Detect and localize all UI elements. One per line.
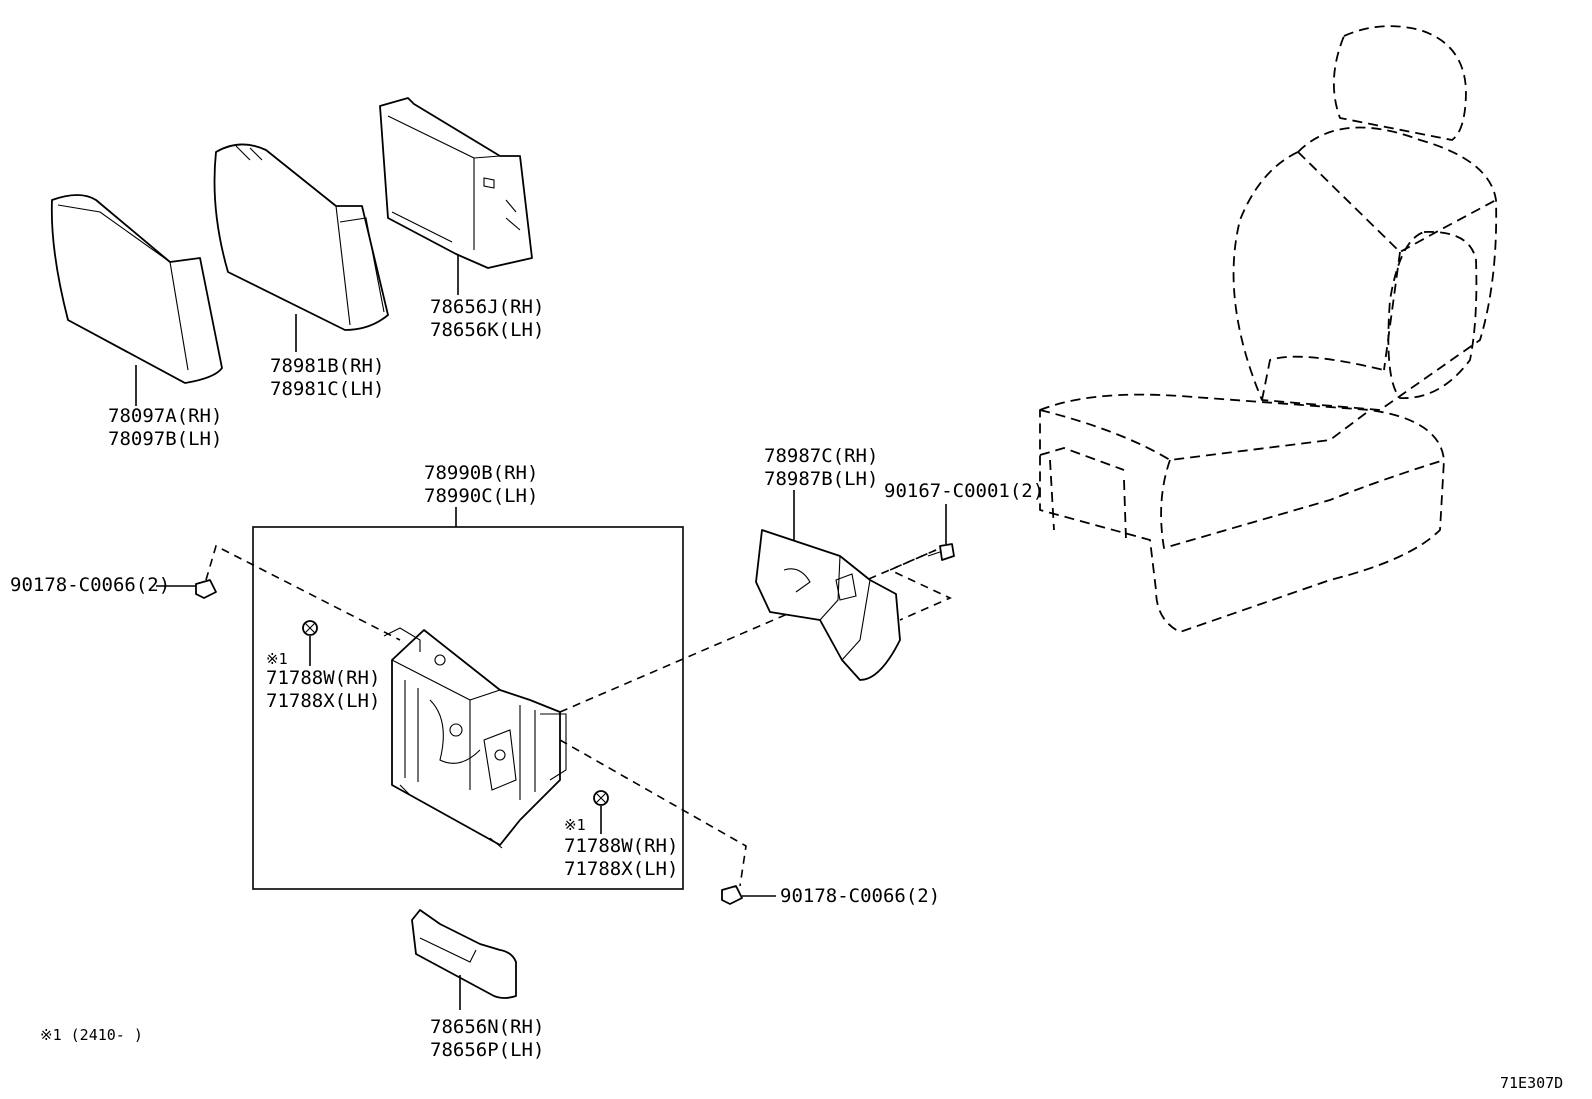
footnote: ※1 (2410- ) [40,1026,143,1044]
nut-right-icon[interactable] [721,885,743,905]
part-bottom-cover[interactable] [411,909,517,999]
label-clip-upper: ※1 71788W(RH) 71788X(LH) [266,636,380,712]
clip-lower-icon[interactable] [593,790,609,806]
svg-text:※1: ※1 [564,816,586,834]
label-nut-right: 90178-C0066(2) [742,885,940,907]
svg-text:90178-C0066(2): 90178-C0066(2) [780,885,940,907]
svg-text:78656K(LH): 78656K(LH) [430,319,544,341]
svg-text:71788X(LH): 71788X(LH) [564,858,678,880]
svg-text:71788X(LH): 71788X(LH) [266,690,380,712]
svg-text:78097A(RH): 78097A(RH) [108,405,222,427]
svg-text:90178-C0066(2): 90178-C0066(2) [10,574,170,596]
part-mechanism[interactable] [383,627,567,849]
svg-text:78981C(LH): 78981C(LH) [270,378,384,400]
part-shield[interactable] [755,529,901,681]
assembly-lines [205,544,952,887]
svg-text:90167-C0001(2): 90167-C0001(2) [884,480,1044,502]
nut-left-icon[interactable] [195,579,217,599]
svg-text:78656P(LH): 78656P(LH) [430,1039,544,1061]
label-cover-a: 78097A(RH) 78097B(LH) [108,365,222,450]
label-cover-c: 78656J(RH) 78656K(LH) [430,254,544,341]
label-assembly: 78990B(RH) 78990C(LH) [424,462,538,527]
svg-text:71788W(RH): 71788W(RH) [564,835,678,857]
label-bottom-cover: 78656N(RH) 78656P(LH) [430,975,544,1061]
label-clip-lower: ※1 71788W(RH) 71788X(LH) [564,806,678,880]
part-cover-c[interactable] [379,97,533,269]
svg-text:78990C(LH): 78990C(LH) [424,485,538,507]
assembly-box [252,526,684,890]
svg-text:※1: ※1 [266,650,288,668]
svg-text:78656J(RH): 78656J(RH) [430,296,544,318]
svg-text:78990B(RH): 78990B(RH) [424,462,538,484]
label-cover-b: 78981B(RH) 78981C(LH) [270,314,384,400]
svg-text:71788W(RH): 71788W(RH) [266,667,380,689]
label-screw: 90167-C0001(2) [884,480,1044,544]
label-shield: 78987C(RH) 78987B(LH) [764,445,878,540]
screw-icon[interactable] [927,543,955,561]
clip-upper-icon[interactable] [302,620,318,636]
diagram-code: 71E307D [1500,1074,1563,1092]
part-cover-a[interactable] [50,194,223,384]
label-nut-left: 90178-C0066(2) [10,574,196,596]
svg-text:78981B(RH): 78981B(RH) [270,355,384,377]
part-cover-b[interactable] [213,143,389,331]
svg-text:78987B(LH): 78987B(LH) [764,468,878,490]
seat-outline [1039,25,1498,633]
svg-text:78656N(RH): 78656N(RH) [430,1016,544,1038]
svg-text:78987C(RH): 78987C(RH) [764,445,878,467]
svg-text:78097B(LH): 78097B(LH) [108,428,222,450]
